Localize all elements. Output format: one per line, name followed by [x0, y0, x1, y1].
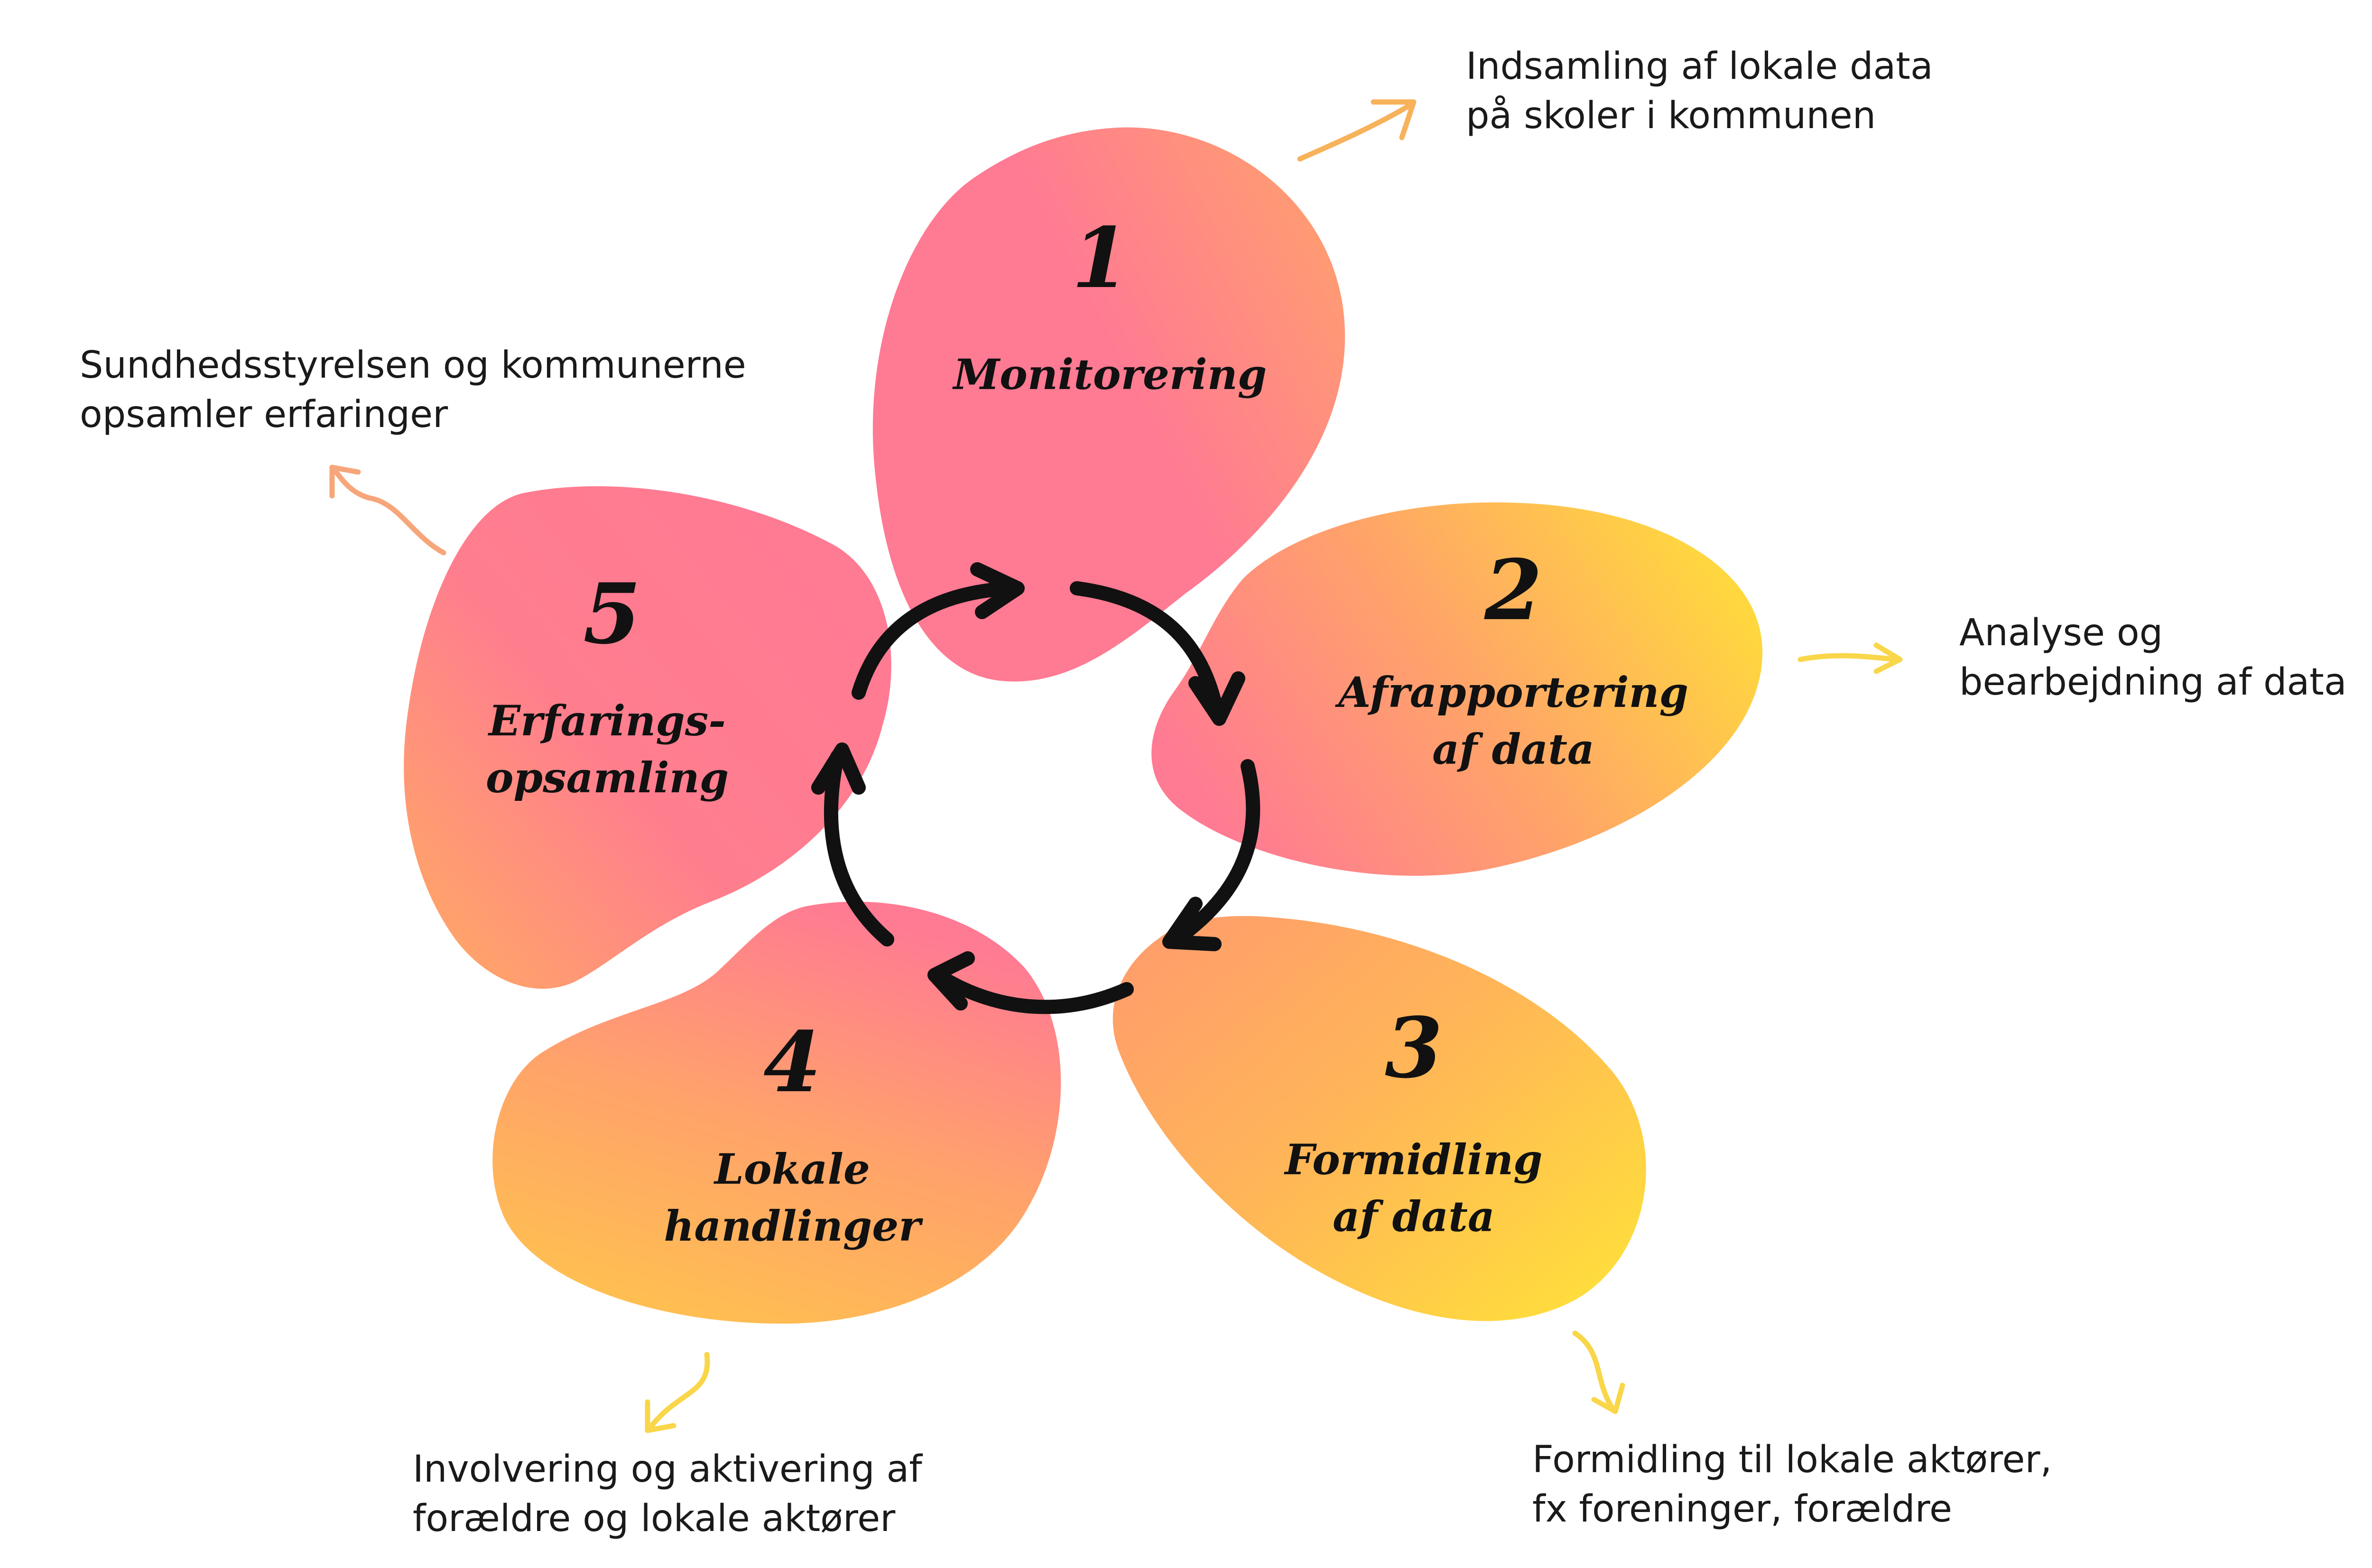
cycle-arrow-3-to-4-head	[927, 951, 975, 1011]
step-5-title-line-1: Erfarings-	[487, 696, 726, 745]
step-5-number: 5	[583, 566, 641, 663]
petal-5	[404, 486, 891, 989]
annotation-step-5-line-2: opsamler erfaringer	[80, 393, 448, 436]
annotation-step-5: Sundhedsstyrelsen og kommunerne opsamler…	[80, 341, 746, 439]
arrow-to-annotation-5-head	[329, 464, 361, 499]
cycle-arrow-4-to-5-head	[811, 742, 866, 795]
step-1-number: 1	[1072, 210, 1130, 307]
step-4-number: 4	[763, 1014, 821, 1111]
cycle-arrow-5-to-1-head	[970, 562, 1025, 619]
step-4-title-line-1: Lokale	[713, 1144, 870, 1194]
step-4-title-line-2: handlinger	[664, 1201, 923, 1251]
cycle-arrow-2-to-3-head	[1162, 897, 1222, 951]
step-1-title: Monitorering	[952, 350, 1267, 399]
annotation-step-1: Indsamling af lokale data på skoler i ko…	[1466, 42, 1933, 140]
annotation-step-2-line-2: bearbejdning af data	[1959, 661, 2347, 704]
arrow-to-annotation-4-head	[645, 1399, 676, 1433]
annotation-step-2: Analyse og bearbejdning af data	[1959, 608, 2347, 707]
outer-arrows	[329, 99, 1903, 1433]
arrow-to-annotation-1-head	[1371, 99, 1417, 140]
annotation-step-3: Formidling til lokale aktører, fx foreni…	[1532, 1435, 2052, 1534]
annotation-step-5-line-1: Sundhedsstyrelsen og kommunerne	[80, 344, 746, 387]
step-2-number: 2	[1484, 542, 1542, 639]
petal-1	[872, 127, 1345, 682]
petal-2	[1151, 502, 1763, 876]
arrow-to-annotation-2-head	[1873, 642, 1903, 674]
annotation-step-4-line-1: Involvering og aktivering af	[413, 1448, 922, 1491]
step-3-number: 3	[1385, 1000, 1443, 1097]
cycle-arrow-3-to-4	[935, 970, 1134, 1014]
annotation-step-1-line-1: Indsamling af lokale data	[1466, 45, 1933, 88]
cycle-arrow-1-to-2-head	[1188, 671, 1245, 726]
step-3-title-line-1: Formidling	[1283, 1135, 1542, 1184]
arrow-to-annotation-3	[1572, 1330, 1616, 1412]
cycle-arrow-5-to-1	[852, 581, 1018, 700]
annotation-step-2-line-1: Analyse og	[1959, 612, 2163, 654]
step-2-title-line-1: Afrapportering	[1335, 668, 1688, 717]
cycle-arrow-4-to-5	[824, 750, 894, 946]
arrow-to-annotation-4	[647, 1352, 710, 1431]
arrow-to-annotation-5	[332, 467, 446, 556]
annotation-step-1-line-2: på skoler i kommunen	[1466, 94, 1876, 137]
cycle-arrows	[811, 562, 1260, 1014]
arrow-to-annotation-3-head	[1591, 1382, 1625, 1414]
cycle-arrow-1-to-2	[1070, 581, 1224, 719]
petal-3	[1112, 916, 1646, 1321]
annotation-step-3-line-1: Formidling til lokale aktører,	[1532, 1438, 2052, 1481]
petal-4	[492, 901, 1061, 1324]
arrow-to-annotation-2	[1798, 653, 1900, 662]
step-5-title-line-2: opsamling	[486, 753, 729, 802]
annotation-step-4: Involvering og aktivering af forældre og…	[413, 1445, 922, 1543]
annotation-step-3-line-2: fx foreninger, forældre	[1532, 1488, 1953, 1531]
cycle-arrow-2-to-3	[1169, 759, 1260, 946]
annotation-step-4-line-2: forældre og lokale aktører	[413, 1497, 896, 1540]
step-3-title-line-2: af data	[1333, 1192, 1495, 1241]
step-2-title-line-2: af data	[1432, 724, 1594, 774]
arrow-to-annotation-1	[1297, 102, 1414, 162]
